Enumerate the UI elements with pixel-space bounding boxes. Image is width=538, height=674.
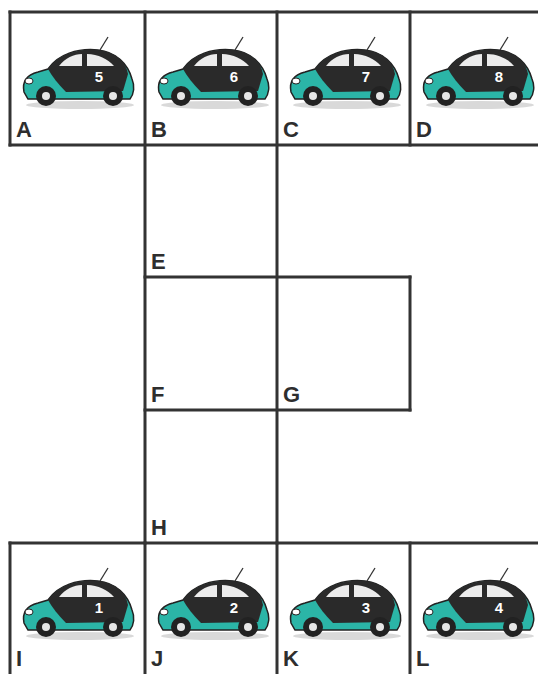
parking-space: 2J [145, 543, 277, 674]
space-letter: E [151, 251, 166, 273]
car-number: 1 [95, 600, 103, 615]
grid-line [409, 543, 412, 674]
car-number: 8 [495, 69, 503, 84]
space-letter: H [151, 517, 167, 539]
car-number: 7 [362, 69, 370, 84]
parking-space: 7C [277, 12, 410, 145]
car-picture [24, 568, 134, 640]
area-cell: F [145, 277, 277, 410]
space-letter: D [416, 119, 432, 141]
grid-line [10, 542, 538, 545]
car-number: 5 [95, 69, 103, 84]
parking-space: 5A [10, 12, 145, 145]
grid-line [9, 543, 12, 674]
car-picture [424, 568, 534, 640]
area-cell: G [277, 277, 410, 410]
grid-line [144, 543, 147, 674]
car-picture [24, 37, 134, 109]
grid-line [10, 144, 538, 147]
grid-line [10, 11, 538, 14]
car-number: 6 [230, 69, 238, 84]
car-number: 2 [230, 600, 238, 615]
parking-space: 6B [145, 12, 277, 145]
parking-space: 8D [410, 12, 538, 145]
car-picture [291, 568, 401, 640]
space-letter: K [283, 648, 299, 670]
car-picture [159, 568, 269, 640]
space-letter: A [16, 119, 32, 141]
car-number: 3 [362, 600, 370, 615]
space-letter: C [283, 119, 299, 141]
grid-line [276, 543, 279, 674]
car-picture [159, 37, 269, 109]
grid-line [409, 277, 412, 410]
area-cell: E [145, 145, 277, 277]
space-letter: J [151, 648, 163, 670]
area-cell: H [145, 410, 277, 543]
space-letter: L [416, 648, 429, 670]
space-letter: F [151, 384, 164, 406]
car-number: 4 [495, 600, 503, 615]
grid-line [145, 276, 410, 279]
grid-line [145, 409, 410, 412]
parking-space: 1I [10, 543, 145, 674]
parking-space: 3K [277, 543, 410, 674]
grid-line [409, 12, 412, 145]
car-picture [291, 37, 401, 109]
space-letter: I [16, 648, 22, 670]
parking-space: 4L [410, 543, 538, 674]
space-letter: G [283, 384, 300, 406]
grid-line [9, 12, 12, 145]
car-picture [424, 37, 534, 109]
space-letter: B [151, 119, 167, 141]
